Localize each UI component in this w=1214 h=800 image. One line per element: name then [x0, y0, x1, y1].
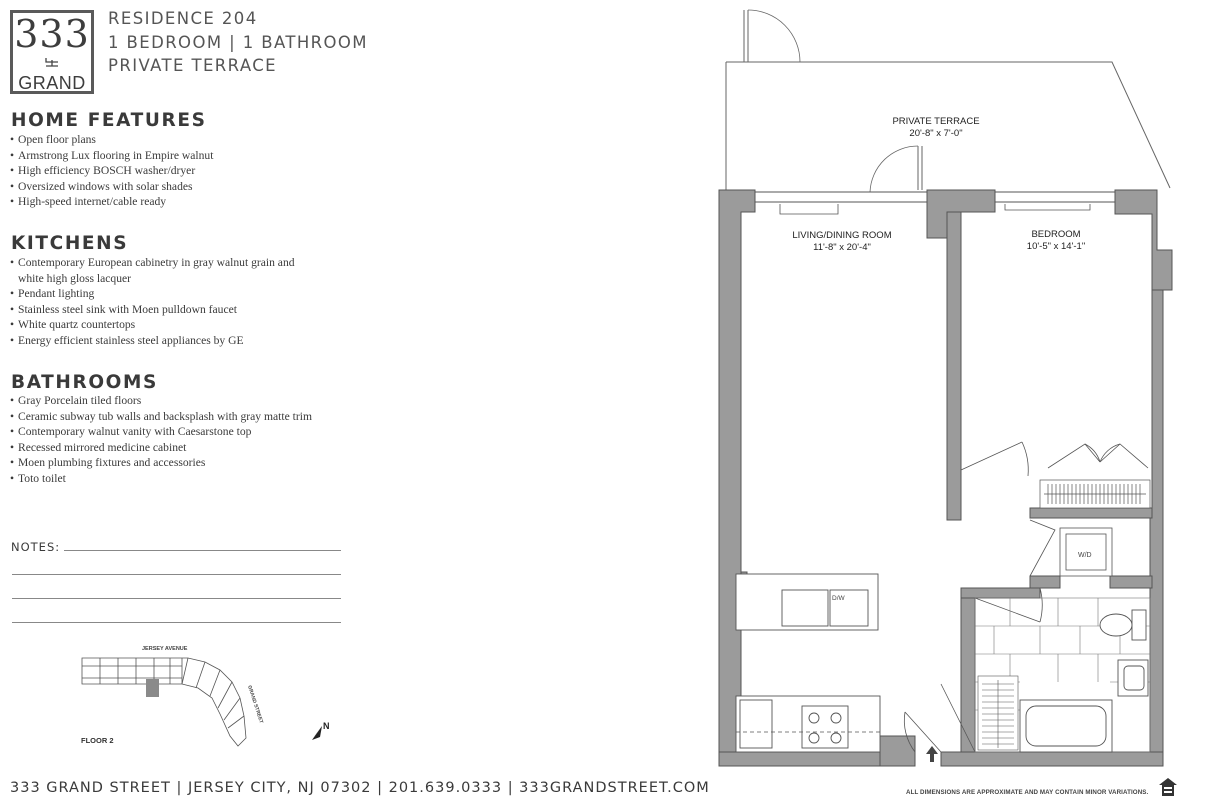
- washer-dryer: [1059, 527, 1113, 577]
- key-plan-floor-label: FLOOR 2: [81, 736, 114, 745]
- terrace-line: PRIVATE TERRACE: [108, 56, 277, 75]
- list-item: Energy efficient stainless steel applian…: [10, 333, 340, 349]
- list-item: Ceramic subway tub walls and backsplash …: [10, 409, 340, 425]
- list-item: Pendant lighting: [10, 286, 340, 302]
- toilet: [1099, 609, 1147, 641]
- notes-line: [12, 598, 341, 599]
- key-plan-unit-highlight: [146, 679, 159, 697]
- footer-contact: 333 GRAND STREET | JERSEY CITY, NJ 07302…: [10, 780, 710, 796]
- disclaimer: ALL DIMENSIONS ARE APPROXIMATE AND MAY C…: [906, 789, 1149, 796]
- list-item: High efficiency BOSCH washer/dryer: [10, 163, 340, 179]
- key-plan: JERSEY AVENUE FLOOR 2 GRAND STREET N: [81, 646, 330, 747]
- notes-line: [12, 622, 341, 623]
- list-item: Open floor plans: [10, 132, 340, 148]
- kitchen-counter: [735, 695, 881, 753]
- residence-title: RESIDENCE 204: [108, 9, 258, 28]
- home-features-list: Open floor plans Armstrong Lux flooring …: [10, 132, 340, 210]
- walls: [718, 189, 1173, 767]
- key-plan-street-top: JERSEY AVENUE: [142, 646, 188, 652]
- list-item-continuation: white high gloss lacquer: [10, 270, 340, 287]
- logo-mark-icon: [45, 58, 58, 67]
- vanity-sink: [1117, 659, 1149, 697]
- bathtub: [1019, 699, 1113, 753]
- terrace-dims: 20'-8" x 7'-0": [909, 128, 962, 139]
- kitchens-title: KITCHENS: [11, 233, 129, 254]
- kitchens-list: Contemporary European cabinetry in gray …: [10, 255, 340, 349]
- list-item: Contemporary European cabinetry in gray …: [10, 255, 340, 271]
- home-features-title: HOME FEATURES: [11, 110, 207, 131]
- windows: [754, 191, 1116, 203]
- bathrooms-list: Gray Porcelain tiled floors Ceramic subw…: [10, 393, 340, 487]
- list-item: Moen plumbing fixtures and accessories: [10, 455, 340, 471]
- bed-bath-line: 1 BEDROOM | 1 BATHROOM: [108, 33, 368, 52]
- bedroom-closet: [1039, 479, 1151, 509]
- brand-logo: 333 GRAND: [10, 10, 94, 94]
- north-label: N: [323, 721, 330, 731]
- list-item: Oversized windows with solar shades: [10, 179, 340, 195]
- living-label: LIVING/DINING ROOM: [792, 230, 891, 241]
- terrace-label: PRIVATE TERRACE: [892, 116, 979, 127]
- logo-number: 333: [14, 12, 90, 56]
- notes-line: [64, 550, 341, 551]
- list-item: Contemporary walnut vanity with Caesarst…: [10, 424, 340, 440]
- logo-word: GRAND: [18, 73, 86, 93]
- terrace-outline: [725, 61, 1171, 190]
- bathrooms-title: BATHROOMS: [11, 372, 158, 393]
- equal-housing-icon: [1159, 778, 1177, 796]
- list-item: Armstrong Lux flooring in Empire walnut: [10, 148, 340, 164]
- notes-line: [12, 574, 341, 575]
- bedroom-dims: 10'-5" x 14'-1": [1027, 241, 1085, 252]
- list-item: Recessed mirrored medicine cabinet: [10, 440, 340, 456]
- bathroom-tile: [974, 597, 1151, 753]
- dishwasher-label: D/W: [832, 595, 846, 602]
- washer-dryer-label: W/D: [1078, 552, 1092, 559]
- notes-label: NOTES:: [11, 540, 61, 554]
- list-item: White quartz countertops: [10, 317, 340, 333]
- bedroom-label: BEDROOM: [1031, 229, 1080, 240]
- list-item: Toto toilet: [10, 471, 340, 487]
- living-dims: 11'-8" x 20'-4": [813, 242, 871, 253]
- list-item: High-speed internet/cable ready: [10, 194, 340, 210]
- north-arrow-icon: [312, 726, 322, 740]
- entry-arrow-icon: [926, 746, 938, 762]
- list-item: Gray Porcelain tiled floors: [10, 393, 340, 409]
- linen-closet: [977, 675, 1019, 751]
- list-item: Stainless steel sink with Moen pulldown …: [10, 302, 340, 318]
- kitchen-island: [735, 573, 879, 631]
